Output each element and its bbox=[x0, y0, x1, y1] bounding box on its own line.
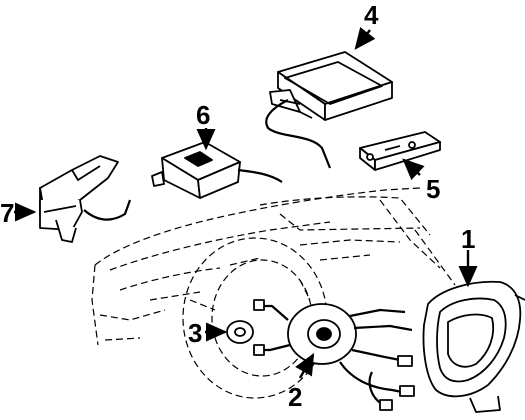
clock-spring-coil bbox=[253, 299, 415, 411]
leader-5 bbox=[402, 158, 425, 181]
sensor-bracket bbox=[359, 131, 441, 171]
callout-5: 5 bbox=[426, 174, 440, 204]
steering-bushing bbox=[226, 320, 254, 344]
leader-2 bbox=[295, 352, 315, 379]
callout-7: 7 bbox=[0, 198, 14, 228]
dashboard-outline bbox=[91, 187, 456, 346]
callout-2: 2 bbox=[288, 382, 302, 412]
mounting-bracket bbox=[39, 155, 132, 243]
leader-arrows bbox=[14, 26, 478, 379]
callout-6: 6 bbox=[196, 100, 210, 130]
callout-3: 3 bbox=[188, 318, 202, 348]
passenger-air-bag-module bbox=[265, 51, 393, 169]
callout-1: 1 bbox=[461, 224, 475, 254]
callout-4: 4 bbox=[364, 0, 379, 30]
driver-air-bag-module bbox=[422, 280, 525, 413]
diagnostic-module bbox=[151, 141, 283, 199]
leader-4 bbox=[354, 26, 376, 50]
